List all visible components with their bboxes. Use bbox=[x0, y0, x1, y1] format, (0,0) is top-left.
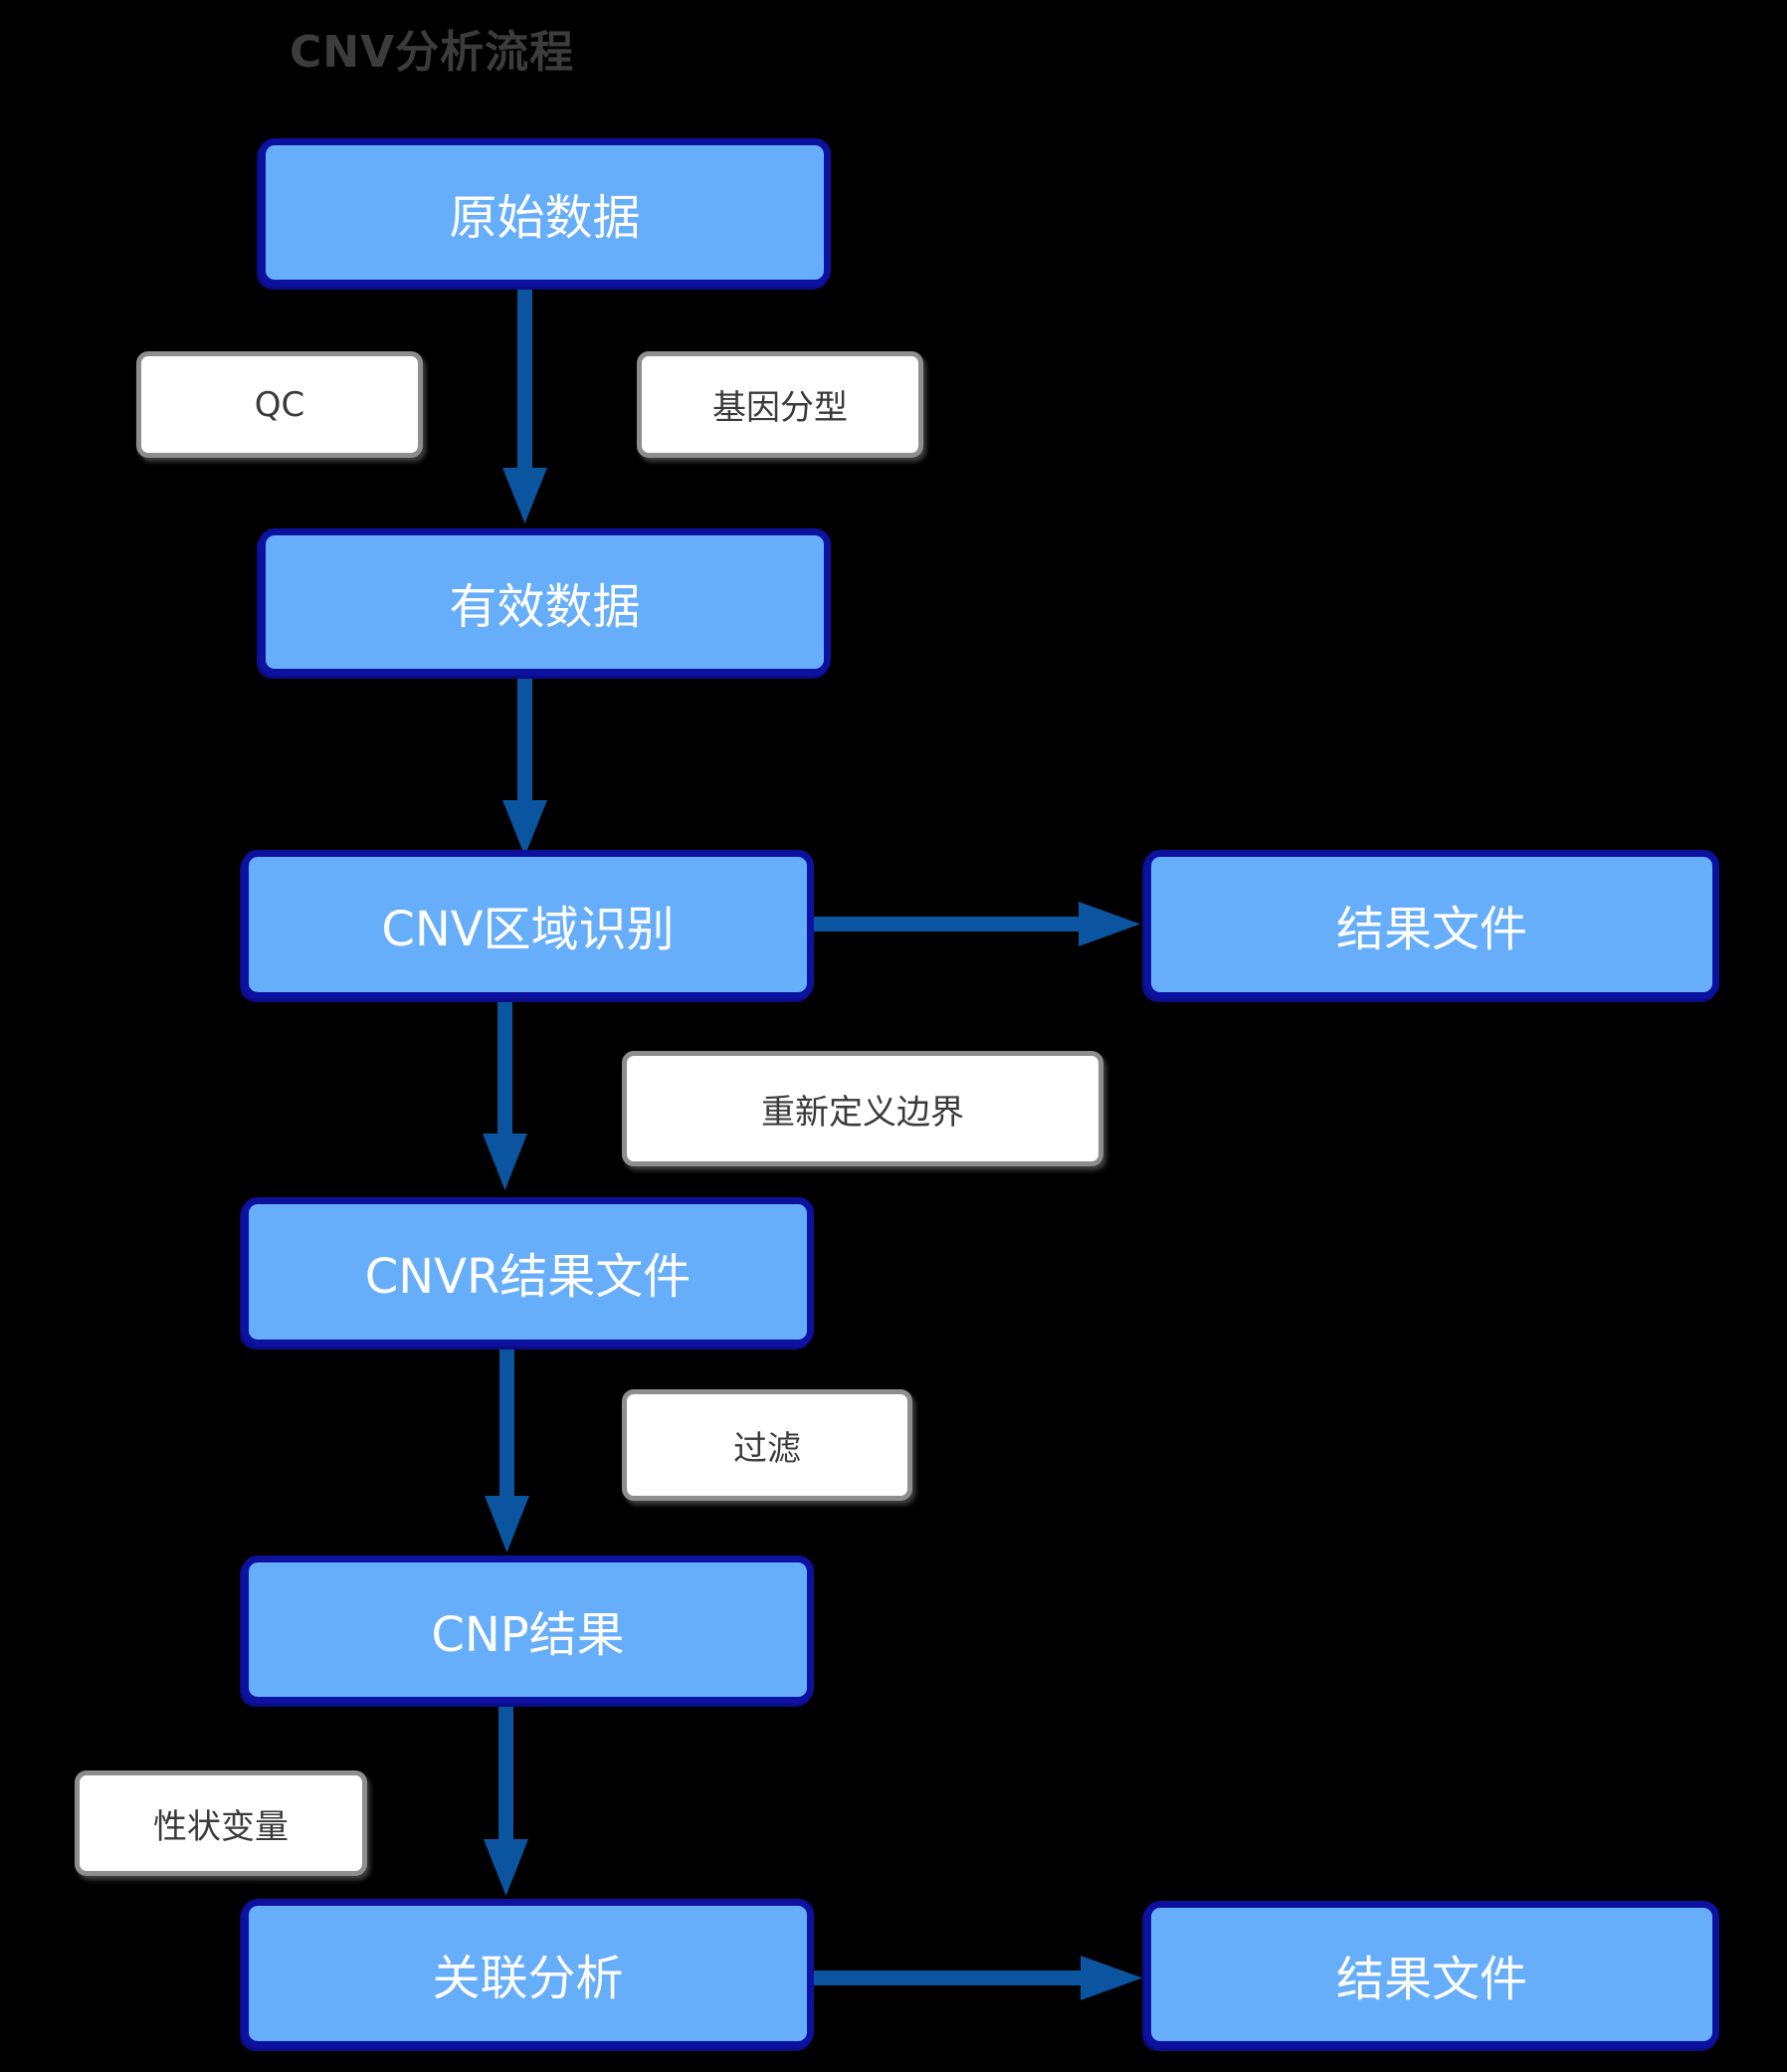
node-result-file-bottom: 结果文件 bbox=[1144, 1901, 1719, 2048]
arrow-association-to-result-file-bottom bbox=[814, 1956, 1142, 2000]
edge-label-redefine-boundary-text: 重新定义边界 bbox=[761, 1092, 964, 1133]
edge-label-genotyping-text: 基因分型 bbox=[712, 388, 848, 428]
node-cnp-result-label: CNP结果 bbox=[431, 1606, 625, 1663]
edge-label-redefine-boundary: 重新定义边界 bbox=[622, 1051, 1103, 1166]
diagram-title: CNV分析流程 bbox=[290, 27, 575, 78]
node-cnp-result: CNP结果 bbox=[242, 1555, 814, 1704]
arrow-cnvr-result-to-cnp-result bbox=[485, 1347, 529, 1553]
arrow-raw-to-valid bbox=[502, 287, 547, 523]
arrow-cnv-region-to-result-file-top bbox=[814, 902, 1140, 946]
edge-label-trait-variable-text: 性状变量 bbox=[153, 1806, 289, 1847]
node-association-analysis: 关联分析 bbox=[242, 1899, 814, 2048]
node-raw-data: 原始数据 bbox=[259, 138, 831, 287]
edge-label-filter: 过滤 bbox=[622, 1389, 912, 1501]
node-result-file-top-label: 结果文件 bbox=[1335, 902, 1527, 957]
node-cnv-region-identification: CNV区域识别 bbox=[242, 850, 814, 999]
edge-label-filter-text: 过滤 bbox=[733, 1428, 801, 1469]
node-valid-data-label: 有效数据 bbox=[449, 579, 641, 635]
node-valid-data: 有效数据 bbox=[259, 528, 831, 676]
node-result-file-top: 结果文件 bbox=[1144, 850, 1719, 999]
edge-label-qc: QC bbox=[136, 351, 423, 458]
arrow-valid-to-cnv-region bbox=[502, 676, 547, 856]
node-association-analysis-label: 关联分析 bbox=[432, 1951, 624, 2006]
node-cnvr-result-file: CNVR结果文件 bbox=[242, 1197, 814, 1347]
edge-label-trait-variable: 性状变量 bbox=[75, 1770, 367, 1876]
node-cnv-region-identification-label: CNV区域识别 bbox=[381, 902, 675, 957]
node-cnvr-result-file-label: CNVR结果文件 bbox=[364, 1249, 692, 1305]
node-result-file-bottom-label: 结果文件 bbox=[1335, 1952, 1527, 2007]
node-raw-data-label: 原始数据 bbox=[449, 189, 641, 246]
arrow-cnv-region-to-cnvr-result bbox=[483, 999, 527, 1190]
edge-label-qc-text: QC bbox=[254, 384, 305, 425]
arrow-cnp-result-to-association bbox=[484, 1704, 528, 1896]
edge-label-genotyping: 基因分型 bbox=[637, 351, 923, 458]
